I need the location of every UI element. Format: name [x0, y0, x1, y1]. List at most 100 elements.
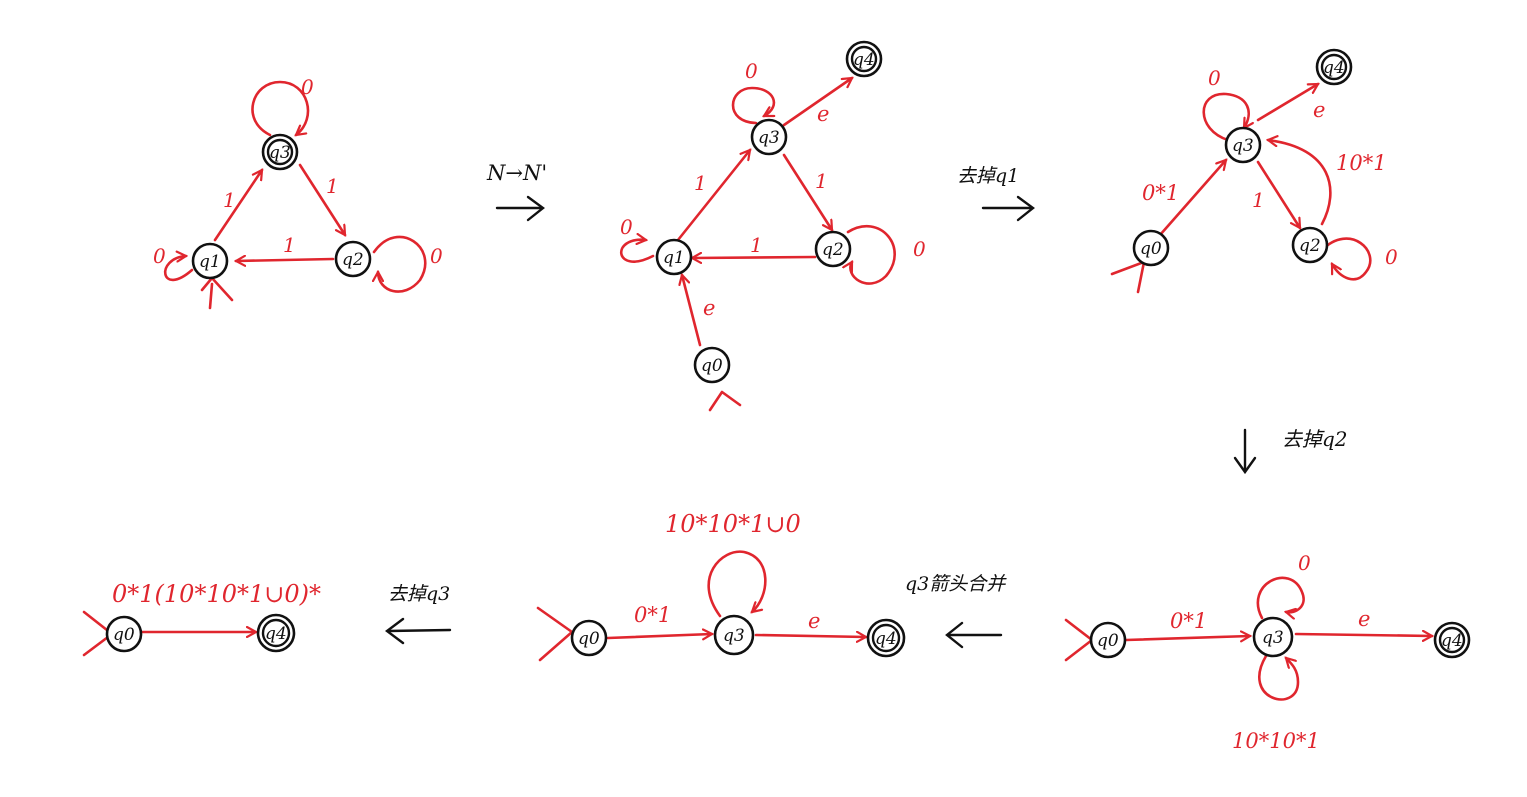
state-q0: q0 — [105, 615, 143, 653]
edge-label: 0 — [301, 75, 314, 99]
edge-q3-q4: e — [1256, 82, 1325, 122]
edge-label: 0*1 — [1170, 609, 1207, 633]
step-label-4: q3箭头合并 — [905, 573, 1007, 595]
state-q3: q3 — [713, 614, 755, 656]
state-q4-accepting: q4 — [845, 40, 883, 78]
svg-text:q3: q3 — [723, 626, 745, 646]
svg-text:q3: q3 — [758, 128, 780, 148]
state-q4-accepting: q4 — [1433, 621, 1471, 659]
loop-q3: 0 — [731, 59, 774, 125]
edge-label: 0*1 — [1142, 181, 1179, 205]
state-q2: q2 — [334, 240, 372, 278]
edge-label: e — [1313, 98, 1325, 122]
svg-text:q2: q2 — [342, 250, 364, 270]
step-arrow-4: q3箭头合并 — [905, 573, 1007, 649]
final-regex: 0*1(10*10*1∪0)* — [112, 580, 321, 608]
edge-label: 1 — [1252, 188, 1265, 212]
edge-label: 0 — [913, 237, 926, 261]
edge-q3-q4: e — [782, 76, 852, 127]
state-q4-accepting: q4 — [256, 613, 296, 653]
svg-text:q4: q4 — [1323, 58, 1345, 78]
edge-q3-q4: e — [1294, 607, 1432, 636]
edge-label: 0*1 — [634, 603, 671, 627]
loop-q2: 0 — [1320, 237, 1398, 281]
state-q3: q3 — [750, 118, 788, 156]
edge-q0-q1: e — [682, 275, 715, 347]
step-label-1: N→N' — [486, 161, 547, 185]
diagram-2: 1 1 1 e e 0 0 0 — [619, 40, 926, 412]
svg-text:q4: q4 — [1441, 631, 1463, 651]
state-q2: q2 — [1291, 226, 1329, 264]
svg-text:q0: q0 — [113, 625, 135, 645]
svg-text:q3: q3 — [1232, 136, 1254, 156]
start-arrow-q0 — [708, 390, 742, 412]
state-q3: q3 — [1224, 126, 1262, 164]
svg-text:q4: q4 — [265, 624, 287, 644]
edge-label: e — [1358, 607, 1370, 631]
edge-q3-q4: e — [754, 609, 866, 637]
loop-q3 — [707, 550, 767, 618]
edge-label: 0 — [430, 244, 443, 268]
svg-text:q0: q0 — [701, 356, 723, 376]
edge-q3-q2: 1 — [1252, 160, 1302, 228]
edge-label: e — [808, 609, 820, 633]
diagram-4: 0*1 e 0 10*10*1 q0 q3 q4 — [1064, 551, 1471, 753]
edge-label: 0 — [1385, 245, 1398, 269]
loop-q3-top: 0 — [1256, 551, 1311, 618]
step-arrow-5: 去掉q3 — [385, 583, 452, 645]
step-arrow-2: 去掉q1 — [957, 165, 1035, 222]
step-label-3: 去掉q2 — [1282, 427, 1348, 451]
edge-label: 10*10*1 — [1232, 729, 1320, 753]
edge-q2-q1: 1 — [692, 233, 817, 258]
step-label-2: 去掉q1 — [957, 165, 1019, 187]
edge-label: e — [817, 102, 829, 126]
edge-label: e — [703, 296, 715, 320]
edge-label: 0 — [1298, 551, 1311, 575]
edge-label: 10*1 — [1336, 151, 1387, 175]
diagram-5: 10*10*1∪0 0*1 e q0 q3 q4 — [536, 510, 906, 662]
edge-label: 0 — [153, 244, 166, 268]
edge-label: 1 — [694, 171, 707, 195]
edge-q1-q3: 1 — [676, 150, 750, 242]
state-q2: q2 — [814, 230, 852, 268]
edge-label: 1 — [283, 233, 296, 257]
svg-text:q0: q0 — [1140, 239, 1162, 259]
start-arrow-q0 — [1110, 260, 1146, 294]
edge-label: 0 — [620, 215, 633, 239]
svg-text:q3: q3 — [1262, 628, 1284, 648]
svg-text:q1: q1 — [663, 248, 685, 268]
loop-q1: 0 — [619, 215, 655, 263]
diagram-6: 0*1(10*10*1∪0)* q0 q4 — [82, 580, 321, 657]
edge-label: 0 — [1208, 66, 1221, 90]
start-arrow-q1 — [200, 276, 234, 310]
loop-q1: 0 — [153, 244, 194, 282]
diagram-1: 1 1 1 0 0 0 q3 — [153, 75, 443, 310]
svg-text:q2: q2 — [1299, 236, 1321, 256]
edge-q0-q3: 0*1 — [1142, 160, 1226, 237]
state-q4-accepting: q4 — [866, 618, 906, 658]
svg-text:q4: q4 — [853, 50, 875, 70]
state-q4-accepting: q4 — [1315, 48, 1353, 86]
step-label-5: 去掉q3 — [388, 583, 450, 605]
edge-q2-q1: 1 — [236, 233, 335, 261]
edge-label: 1 — [750, 233, 763, 257]
state-q0: q0 — [570, 619, 608, 657]
svg-text:q0: q0 — [578, 629, 600, 649]
edge-label: 0 — [745, 59, 758, 83]
state-q1: q1 — [191, 242, 229, 280]
loop-q3: 0 — [251, 75, 314, 135]
svg-text:q1: q1 — [199, 252, 221, 272]
svg-text:q0: q0 — [1097, 631, 1119, 651]
edge-label: 1 — [326, 174, 339, 198]
loop-q3: 0 — [1202, 66, 1249, 142]
loop-q2: 0 — [374, 235, 443, 293]
loop-q2: 0 — [848, 225, 926, 285]
edge-q2-q3: 10*1 — [1268, 140, 1387, 226]
edge-q0-q3: 0*1 — [1124, 609, 1250, 640]
edge-q3-q2: 1 — [298, 163, 347, 235]
edge-q0-q3: 0*1 — [606, 603, 712, 638]
state-q0: q0 — [1089, 621, 1127, 659]
loop-label-merged: 10*10*1∪0 — [665, 510, 801, 538]
step-arrow-1: N→N' — [486, 161, 547, 222]
state-q0: q0 — [1132, 229, 1170, 267]
